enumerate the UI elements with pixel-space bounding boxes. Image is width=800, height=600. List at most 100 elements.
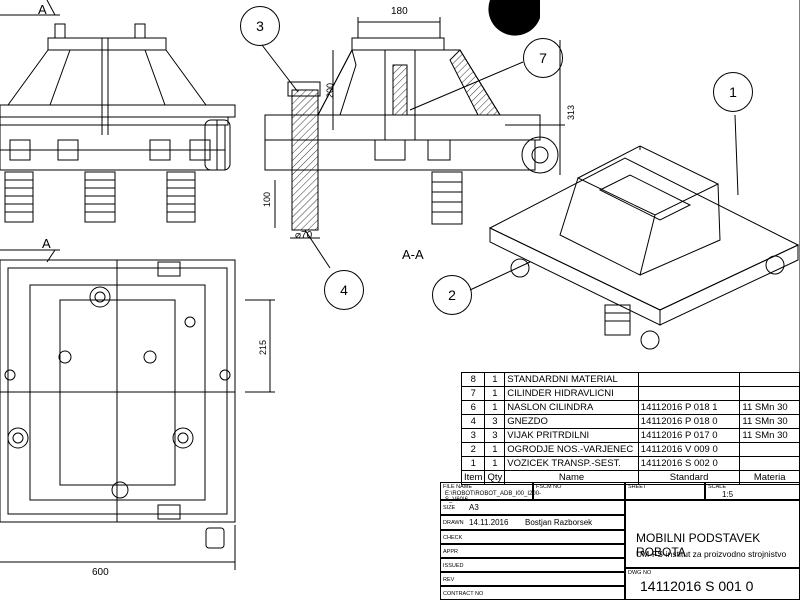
issued-cell: ISSUED	[440, 558, 625, 572]
drawn-label: DRAWN	[443, 520, 464, 526]
scale-label: SCALE	[708, 484, 727, 490]
bom-material	[739, 442, 800, 457]
bom-standard	[637, 386, 741, 401]
bom-qty: 3	[484, 414, 506, 429]
bom-row: 8 1 STANDARDNI MATERIAL	[460, 372, 800, 387]
bom-name: GNEZDO	[504, 414, 639, 429]
check-label: CHECK	[443, 535, 463, 541]
bom-material: 11 SMn 30	[739, 400, 800, 415]
bom-row: 7 1 CILINDER HIDRAVLICNI	[460, 386, 800, 401]
drawn-cell: DRAWN 14.11.2016 Bostjan Razborsek	[440, 515, 625, 530]
bom-name: NASLON CILINDRA	[504, 400, 639, 415]
section-marker-top: A	[38, 2, 47, 17]
bom-standard: 14112016 S 002 0	[637, 456, 741, 471]
title-cell: MOBILNI PODSTAVEK ROBOTA UM-FS-institut …	[625, 500, 800, 568]
bom-qty: 1	[484, 386, 506, 401]
drawing-title: MOBILNI PODSTAVEK ROBOTA	[636, 531, 761, 559]
bom-item: 8	[460, 372, 486, 387]
rev-label: REV	[443, 577, 455, 583]
fscm-cell: FSCM NO	[533, 482, 625, 500]
dimension-phi70: ⌀70	[295, 230, 313, 241]
bom-name: VOZICEK TRANSP.-SEST.	[504, 456, 639, 471]
dwg-no-cell: DWG NO 14112016 S 001 0	[625, 568, 800, 600]
bom-header-item: Item	[460, 470, 486, 485]
bom-material	[739, 456, 800, 471]
balloon-7: 7	[523, 38, 563, 78]
bom-table: 8 1 STANDARDNI MATERIAL 7 1 CILINDER HID…	[460, 372, 800, 485]
dwg-no-label: DWG NO	[628, 570, 652, 576]
bom-name: CILINDER HIDRAVLICNI	[504, 386, 639, 401]
size-label: SIZE	[443, 505, 456, 511]
bom-row: 6 1 NASLON CILINDRA 14112016 P 018 1 11 …	[460, 400, 800, 415]
bom-item: 1	[460, 456, 486, 471]
fscm-label: FSCM NO	[536, 484, 562, 490]
bom-item: 4	[460, 414, 486, 429]
contract-label: CONTRACT NO	[443, 591, 484, 597]
rev-cell: REV	[440, 572, 625, 586]
bom-standard: 14112016 P 018 0	[637, 414, 741, 429]
bom-material	[739, 372, 800, 387]
bom-standard: 14112016 P 017 0	[637, 428, 741, 443]
bom-standard	[637, 372, 741, 387]
bom-standard: 14112016 P 018 1	[637, 400, 741, 415]
sheet-label: SHEET	[628, 484, 647, 490]
bom-standard: 14112016 V 009 0	[637, 442, 741, 457]
dimension-313: 313	[566, 104, 576, 120]
bom-item: 7	[460, 386, 486, 401]
bom-qty: 3	[484, 428, 506, 443]
front-view	[0, 0, 236, 263]
appr-cell: APPR	[440, 544, 625, 558]
bom-header-standard: Standard	[637, 470, 741, 485]
isometric-view	[469, 114, 800, 350]
appr-label: APPR	[443, 549, 458, 555]
institute-name: UM-FS-institut za proizvodno strojnistvo	[636, 549, 787, 559]
bom-qty: 1	[484, 400, 506, 415]
balloon-1: 1	[713, 72, 753, 112]
section-marker-bottom: A	[42, 236, 51, 251]
file-name-label: FILE NAME	[443, 484, 473, 490]
bom-name: VIJAK PRITRDILNI	[504, 428, 639, 443]
bom-material: 11 SMn 30	[739, 414, 800, 429]
balloon-3: 3	[240, 6, 280, 46]
bom-row: 3 3 VIJAK PRITRDILNI 14112016 P 017 0 11…	[460, 428, 800, 443]
bom-row: 2 1 OGRODJE NOS.-VARJENEC 14112016 V 009…	[460, 442, 800, 457]
balloon-4: 4	[324, 270, 364, 310]
bom-material: 11 SMn 30	[739, 428, 800, 443]
bom-name: OGRODJE NOS.-VARJENEC	[504, 442, 639, 457]
top-view	[0, 259, 275, 570]
section-view-label: A-A	[402, 247, 424, 262]
issued-label: ISSUED	[443, 563, 464, 569]
bom-material	[739, 386, 800, 401]
bom-header-material: Materia	[739, 470, 800, 485]
section-view	[261, 17, 565, 269]
dimension-215: 215	[258, 339, 268, 355]
bom-item: 3	[460, 428, 486, 443]
drawn-by: Bostjan Razborsek	[525, 518, 593, 527]
bom-item: 6	[460, 400, 486, 415]
dimension-180: 180	[391, 6, 408, 17]
bom-qty: 1	[484, 456, 506, 471]
dwg-no-value: 14112016 S 001 0	[640, 578, 754, 594]
title-block: FILE NAME E:\ROBOT\ROBOT_ADB_I00_I200-S_…	[440, 482, 800, 600]
dimension-200: 200	[325, 82, 335, 98]
size-value: A3	[469, 503, 479, 512]
bom-item: 2	[460, 442, 486, 457]
drawn-date: 14.11.2016	[469, 518, 509, 527]
bom-name: STANDARDNI MATERIAL	[504, 372, 639, 387]
bom-row: 1 1 VOZICEK TRANSP.-SEST. 14112016 S 002…	[460, 456, 800, 471]
contract-cell: CONTRACT NO	[440, 586, 625, 600]
bom-qty: 1	[484, 372, 506, 387]
dimension-100: 100	[262, 191, 272, 207]
file-name-cell: FILE NAME E:\ROBOT\ROBOT_ADB_I00_I200-S_…	[440, 482, 541, 503]
scale-value: 1:5	[722, 490, 734, 499]
scale-cell: SCALE 1:5	[705, 482, 800, 500]
sheet-cell: SHEET	[625, 482, 705, 500]
bom-row: 4 3 GNEZDO 14112016 P 018 0 11 SMn 30	[460, 414, 800, 429]
bom-header-name: Name	[504, 470, 639, 485]
size-cell: SIZE A3	[440, 500, 625, 515]
bom-qty: 1	[484, 442, 506, 457]
dimension-600: 600	[92, 567, 109, 578]
check-cell: CHECK	[440, 530, 625, 544]
balloon-2: 2	[432, 275, 472, 315]
